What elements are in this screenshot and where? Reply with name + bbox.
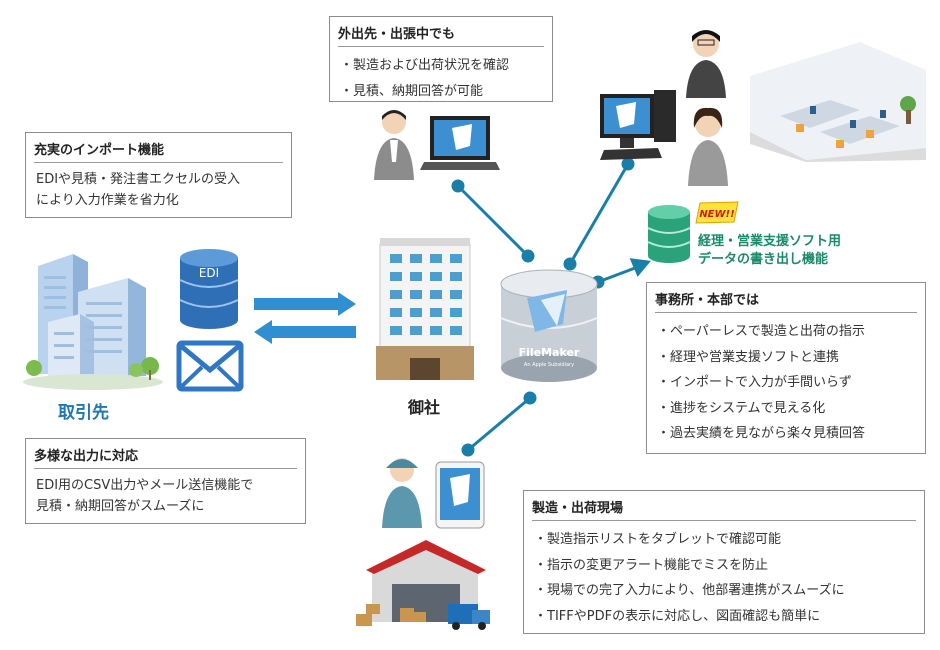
mail-icon [176, 340, 244, 392]
text-line: により入力作業を省力化 [36, 193, 179, 208]
export-line-2: データの書き出し機能 [698, 252, 829, 267]
list-item: TIFFやPDFの表示に対応し、図面確認も簡単に [534, 604, 914, 630]
client-label: 取引先 [58, 403, 109, 423]
edi-label: EDI [199, 266, 219, 280]
list-item: ペーパーレスで製造と出荷の指示 [657, 319, 915, 345]
new-badge: NEW!! [695, 201, 739, 224]
remote-access-title: 外出先・出張中でも [338, 17, 544, 47]
client-buildings-icon [23, 254, 163, 390]
list-item: 見積、納期回答が可能 [340, 79, 542, 105]
office-title: 事務所・本部では [655, 283, 917, 313]
list-item: 現場での完了入力により、他部署連携がスムーズに [534, 578, 914, 604]
office-interior-icon [750, 42, 926, 162]
list-item: 製造および出荷状況を確認 [340, 53, 542, 79]
company-building-icon [376, 238, 474, 380]
list-item: 経理や営業支援ソフトと連携 [657, 345, 915, 371]
export-line-1: 経理・営業支援ソフト用 [698, 234, 842, 249]
edi-database-icon: EDI [179, 249, 239, 329]
export-feature-label: 経理・営業支援ソフト用 データの書き出し機能 [698, 233, 841, 269]
filemaker-sub-label: An Apple Subsidiary [524, 362, 574, 368]
list-item: 過去実績を見ながら楽々見積回答 [657, 421, 915, 447]
list-item: 進捗をシステムで見える化 [657, 396, 915, 422]
list-item: 指示の変更アラート機能でミスを防止 [534, 553, 914, 579]
list-item: 製造指示リストをタブレットで確認可能 [534, 527, 914, 553]
export-database-icon [647, 205, 691, 263]
warehouse-icon [356, 540, 490, 630]
list-item: インポートで入力が手間いらず [657, 370, 915, 396]
filemaker-server-icon: FileMaker An Apple Subsidiary [500, 269, 598, 382]
import-feature-title: 充実のインポート機能 [34, 133, 283, 163]
text-line: EDI用のCSV出力やメール送信機能で [36, 478, 254, 493]
remote-access-box: 外出先・出張中でも 製造および出荷状況を確認 見積、納期回答が可能 [329, 16, 553, 102]
text-line: 見積・納期回答がスムーズに [36, 499, 205, 514]
company-label: 御社 [408, 398, 441, 417]
output-feature-title: 多様な出力に対応 [34, 439, 297, 469]
office-box: 事務所・本部では ペーパーレスで製造と出荷の指示 経理や営業支援ソフトと連携 イ… [646, 282, 926, 454]
import-feature-box: 充実のインポート機能 EDIや見積・発注書エクセルの受入 により入力作業を省力化 [25, 132, 292, 218]
text-line: EDIや見積・発注書エクセルの受入 [36, 172, 241, 187]
remote-worker-icon [374, 110, 500, 180]
factory-worker-icon [382, 458, 485, 529]
output-feature-box: 多様な出力に対応 EDI用のCSV出力やメール送信機能で 見積・納期回答がスムー… [25, 438, 306, 524]
filemaker-label: FileMaker [519, 346, 580, 359]
office-workers-icon [600, 30, 728, 186]
exchange-arrows-icon [254, 292, 356, 344]
factory-box: 製造・出荷現場 製造指示リストをタブレットで確認可能 指示の変更アラート機能でミ… [523, 490, 925, 634]
factory-title: 製造・出荷現場 [532, 491, 916, 521]
svg-text:NEW!!: NEW!! [699, 209, 734, 220]
